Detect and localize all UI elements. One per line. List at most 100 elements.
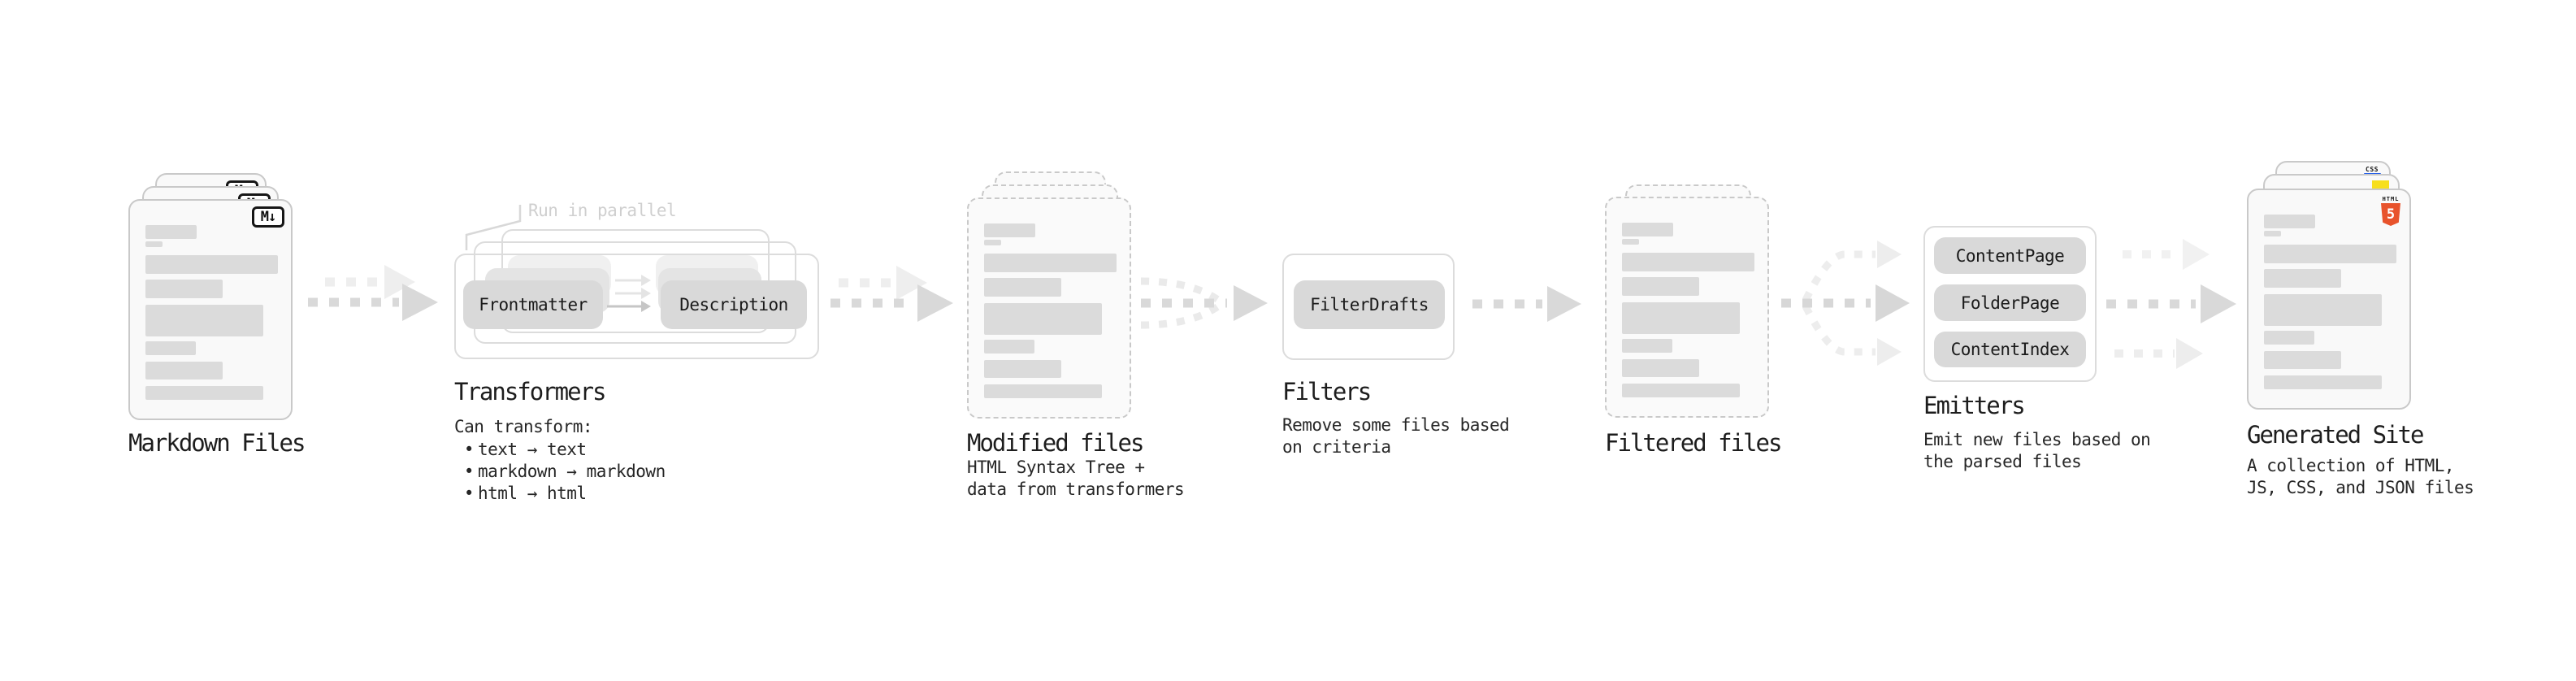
text-line-placeholder xyxy=(145,255,278,274)
text-line-placeholder xyxy=(984,340,1034,354)
stage-title-transformers: Transformers xyxy=(454,378,607,406)
transformer-group xyxy=(454,254,819,359)
document-text-skeleton xyxy=(1622,223,1754,397)
arrow-modified-to-filters-merge xyxy=(1140,277,1268,329)
js-file-badge-icon xyxy=(2372,180,2389,191)
arrow-emitters-to-generated xyxy=(2106,239,2236,369)
arrow-filters-to-filtered xyxy=(1472,286,1581,322)
node-label: FilterDrafts xyxy=(1310,295,1429,314)
text-line-placeholder xyxy=(984,278,1061,297)
text-line-placeholder xyxy=(984,240,1001,245)
bullet-icon: • xyxy=(463,484,475,503)
bullet-text: markdown → markdown xyxy=(478,462,666,481)
text-line-placeholder xyxy=(2264,245,2396,263)
filtered-file-card xyxy=(1605,197,1769,418)
filter-group xyxy=(1282,254,1455,360)
emitters-description: Emit new files based on the parsed files xyxy=(1923,429,2151,473)
text-line-placeholder xyxy=(145,241,163,247)
description-line: data from transformers xyxy=(967,479,1185,499)
text-line-placeholder xyxy=(145,341,196,355)
document-text-skeleton xyxy=(984,223,1117,398)
text-line-placeholder xyxy=(1622,359,1699,377)
node-label: Description xyxy=(679,295,788,314)
bullet-text: html → html xyxy=(478,484,587,503)
modified-file-card xyxy=(967,197,1131,419)
transform-bullet-item: • html → html xyxy=(460,483,666,505)
filter-node-filterdrafts: FilterDrafts xyxy=(1294,280,1445,329)
stage-title-filters: Filters xyxy=(1282,378,1372,406)
text-line-placeholder xyxy=(145,386,263,400)
text-line-placeholder xyxy=(2264,294,2382,326)
emitter-node-contentpage: ContentPage xyxy=(1934,237,2086,274)
generated-html-file-card: HTML 5 xyxy=(2247,189,2411,410)
transformers-capability-list: • text → text • markdown → markdown • ht… xyxy=(460,439,666,505)
description-line: Emit new files based on xyxy=(1923,430,2151,449)
html5-number: 5 xyxy=(2386,206,2396,223)
text-line-placeholder xyxy=(1622,339,1672,353)
bullet-text: text → text xyxy=(478,440,587,459)
html5-badge-text: HTML xyxy=(2382,196,2400,202)
filters-description: Remove some files based on criteria xyxy=(1282,414,1510,458)
arrow-transformers-to-modified xyxy=(830,266,953,322)
modified-files-description: HTML Syntax Tree + data from transformer… xyxy=(967,457,1185,501)
text-line-placeholder xyxy=(2264,375,2382,389)
description-line: Remove some files based xyxy=(1282,415,1510,435)
node-label: Frontmatter xyxy=(479,295,588,314)
text-line-placeholder xyxy=(1622,302,1740,334)
text-line-placeholder xyxy=(145,362,223,380)
stage-title-emitters: Emitters xyxy=(1923,392,2026,419)
generated-site-description: A collection of HTML, JS, CSS, and JSON … xyxy=(2247,455,2474,499)
text-line-placeholder xyxy=(1622,239,1639,245)
text-line-placeholder xyxy=(2264,331,2314,345)
markdown-logo-icon: M↓ xyxy=(252,206,284,228)
text-line-placeholder xyxy=(984,303,1102,335)
text-line-placeholder xyxy=(2264,351,2341,369)
text-line-placeholder xyxy=(145,225,197,239)
arrow-filtered-to-emitters-fanout xyxy=(1781,241,1910,366)
stage-label-markdown-files: Markdown Files xyxy=(128,429,306,457)
css-badge-text: CSS xyxy=(2366,166,2379,173)
description-line: on criteria xyxy=(1282,437,1391,457)
text-line-placeholder xyxy=(984,254,1117,272)
node-label: ContentIndex xyxy=(1950,340,2070,359)
emitter-node-folderpage: FolderPage xyxy=(1934,284,2086,321)
bullet-icon: • xyxy=(463,440,475,459)
description-line: A collection of HTML, xyxy=(2247,456,2455,475)
text-line-placeholder xyxy=(984,360,1061,378)
text-line-placeholder xyxy=(1622,277,1699,296)
description-line: the parsed files xyxy=(1923,452,2082,471)
emitter-node-contentindex: ContentIndex xyxy=(1934,332,2086,367)
text-line-placeholder xyxy=(2264,231,2281,236)
document-text-skeleton xyxy=(145,225,278,400)
text-line-placeholder xyxy=(1622,384,1740,397)
description-line: JS, CSS, and JSON files xyxy=(2247,478,2474,497)
description-line: HTML Syntax Tree + xyxy=(967,458,1145,477)
text-line-placeholder xyxy=(984,223,1035,237)
run-in-parallel-note: Run in parallel xyxy=(528,201,677,220)
text-line-placeholder xyxy=(1622,253,1754,271)
markdown-badge-text: M↓ xyxy=(260,209,277,225)
markdown-file-card: M↓ xyxy=(128,199,293,420)
transform-bullet-item: • text → text xyxy=(460,439,666,461)
stage-label-modified-files: Modified files xyxy=(967,429,1144,457)
stage-label-generated-site: Generated Site xyxy=(2247,421,2424,449)
text-line-placeholder xyxy=(145,305,263,336)
text-line-placeholder xyxy=(1622,223,1673,236)
arrow-markdown-to-transformers xyxy=(308,265,438,321)
document-text-skeleton xyxy=(2264,215,2396,389)
html5-shield-icon: 5 xyxy=(2381,203,2400,226)
html5-logo-icon: HTML 5 xyxy=(2380,196,2401,226)
text-line-placeholder xyxy=(2264,269,2341,288)
text-line-placeholder xyxy=(984,384,1102,398)
transformers-description: Can transform: xyxy=(454,417,593,436)
emitter-group xyxy=(1923,226,2097,382)
node-label: ContentPage xyxy=(1955,245,2065,266)
transform-bullet-item: • markdown → markdown xyxy=(460,461,666,483)
bullet-icon: • xyxy=(463,462,475,481)
node-label: FolderPage xyxy=(1960,293,2060,313)
text-line-placeholder xyxy=(145,280,223,298)
text-line-placeholder xyxy=(2264,215,2315,228)
stage-label-filtered-files: Filtered files xyxy=(1605,429,1782,457)
transformer-node-description: Description xyxy=(661,280,807,329)
